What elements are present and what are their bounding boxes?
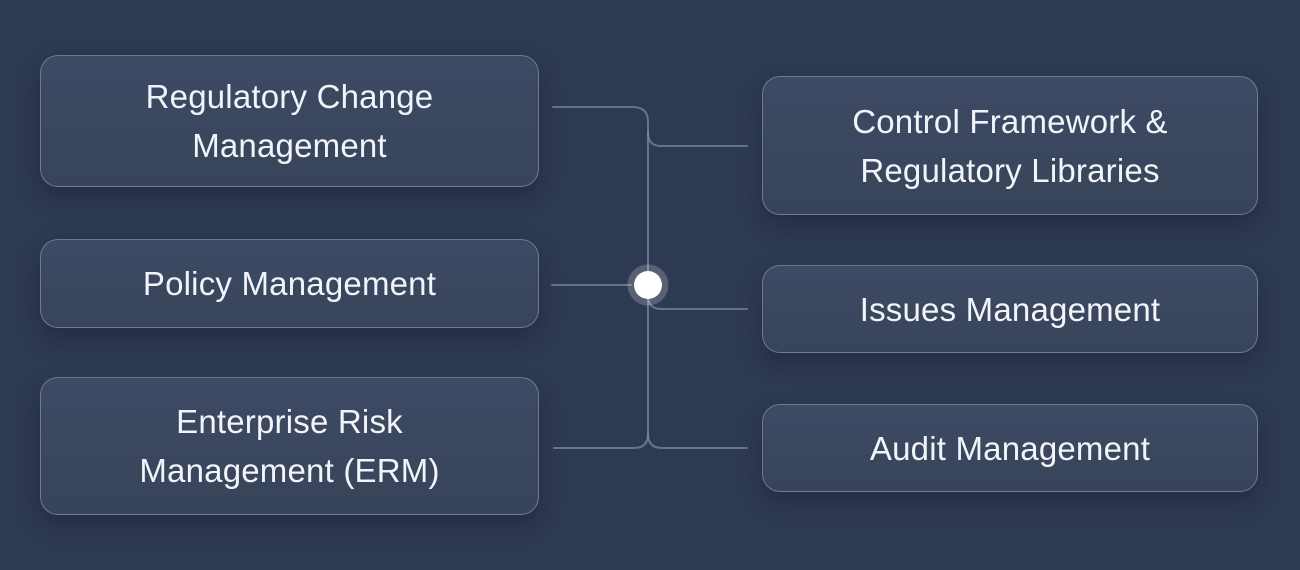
- connector-hub-to-issues: [647, 294, 748, 310]
- node-label: Management: [192, 127, 387, 164]
- node-control-framework-regulatory-libraries: Control Framework & Regulatory Libraries: [762, 76, 1258, 215]
- node-issues-management: Issues Management: [762, 265, 1258, 353]
- node-enterprise-risk-management: Enterprise Risk Management (ERM): [40, 377, 539, 515]
- hub-node-icon: [634, 271, 662, 299]
- connector-trunk-to-control-framework: [647, 132, 748, 147]
- node-label: Enterprise Risk: [176, 403, 403, 440]
- node-label: Management (ERM): [139, 452, 440, 489]
- node-label: Regulatory Libraries: [860, 151, 1160, 189]
- hub-halo: [627, 264, 669, 306]
- node-label: Issues Management: [859, 290, 1161, 328]
- connector-trunk-to-audit: [647, 433, 748, 449]
- node-policy-management: Policy Management: [40, 239, 539, 328]
- connector-regulatory-to-trunk: [552, 106, 649, 449]
- node-label: Policy Management: [142, 265, 437, 302]
- node-regulatory-change-management: Regulatory Change Management: [40, 55, 539, 187]
- node-label: Audit Management: [869, 429, 1151, 467]
- node-label: Control Framework &: [852, 102, 1168, 140]
- node-audit-management: Audit Management: [762, 404, 1258, 492]
- node-label: Regulatory Change: [145, 78, 434, 115]
